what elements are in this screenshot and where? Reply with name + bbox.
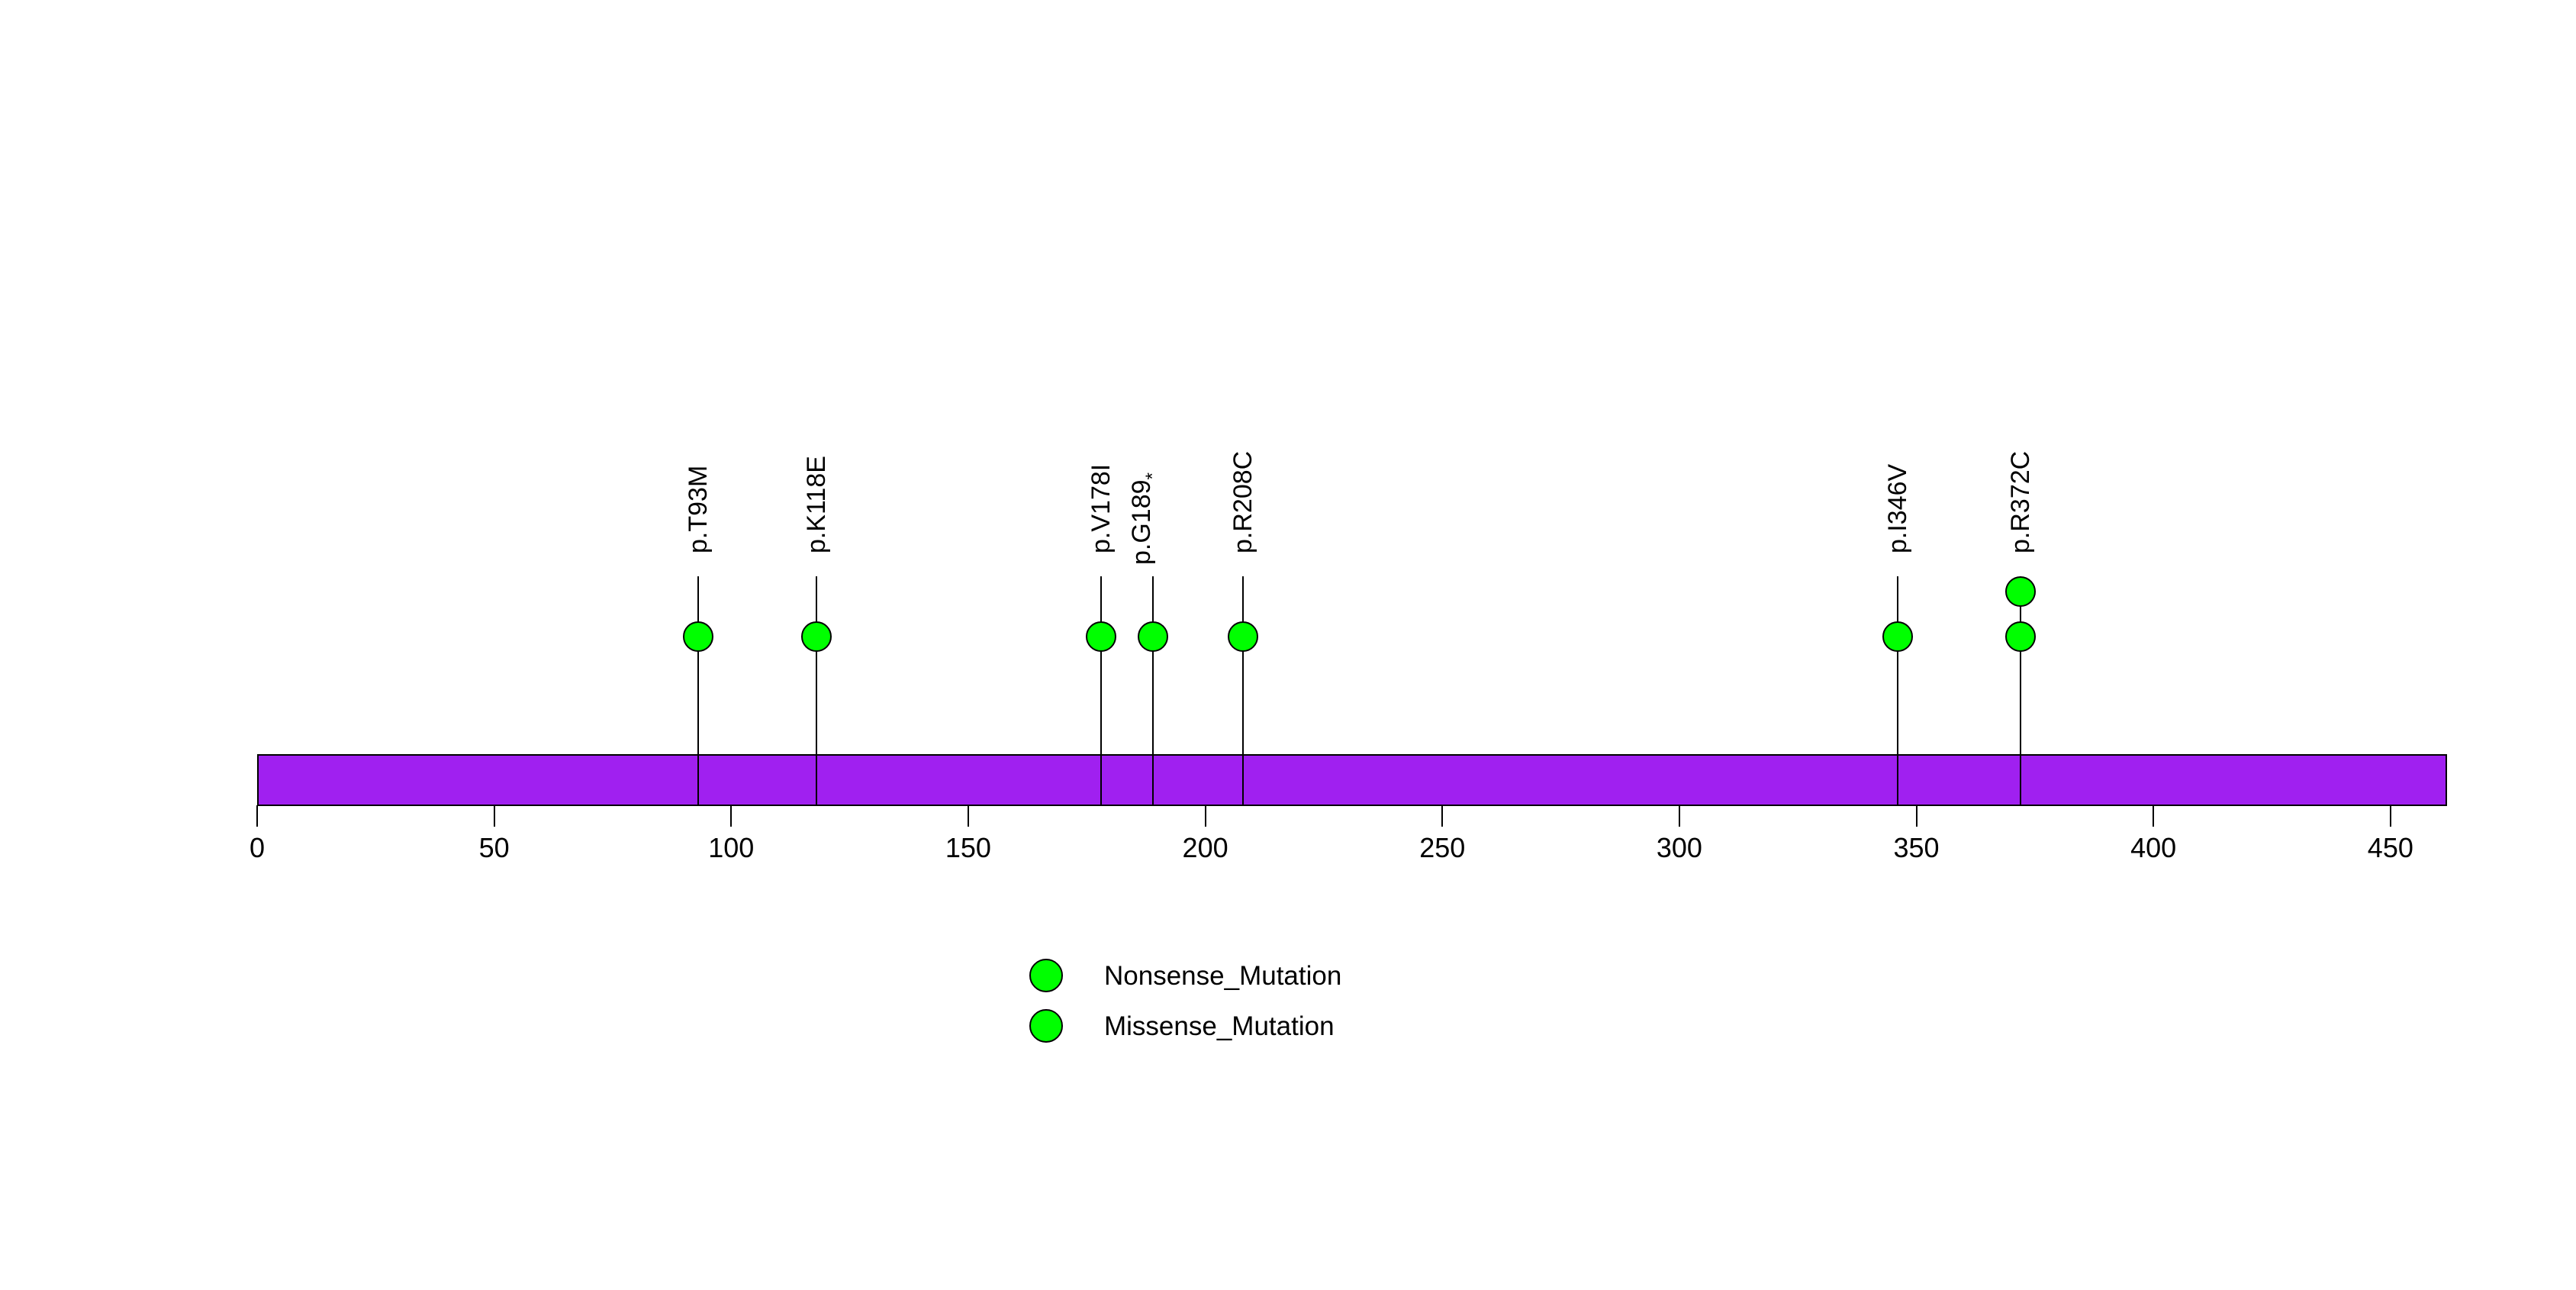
axis-tick xyxy=(256,805,258,827)
axis-tick-label: 400 xyxy=(2130,832,2177,863)
axis-tick xyxy=(967,805,969,827)
mutation-circle xyxy=(2005,576,2037,607)
mutation-label: p.R372C xyxy=(2006,450,2036,553)
mutation-label: p.G189* xyxy=(1127,472,1164,566)
mutation-stem xyxy=(1100,576,1102,806)
axis-tick-label: 100 xyxy=(708,832,755,863)
axis-tick xyxy=(1678,805,1680,827)
axis-tick-label: 0 xyxy=(249,832,266,863)
axis-tick xyxy=(493,805,495,827)
mutation-stem xyxy=(1242,576,1245,806)
mutation-label: p.K118E xyxy=(802,456,832,553)
mutation-label: p.I346V xyxy=(1882,463,1912,553)
stop-codon-star: * xyxy=(1142,472,1164,480)
mutation-stem xyxy=(697,576,699,806)
axis-tick xyxy=(730,805,733,827)
axis-tick-label: 300 xyxy=(1656,832,1702,863)
mutation-circle xyxy=(801,621,832,652)
mutation-circle xyxy=(1085,621,1116,652)
mutation-stem xyxy=(1896,576,1898,806)
legend-label: Nonsense_Mutation xyxy=(1104,961,1342,991)
axis-tick-label: 250 xyxy=(1419,832,1466,863)
axis-tick-label: 450 xyxy=(2367,832,2413,863)
axis-tick xyxy=(1915,805,1918,827)
mutation-circle xyxy=(2005,621,2037,652)
mutation-stem xyxy=(2020,576,2022,806)
mutation-label: p.T93M xyxy=(683,465,713,553)
axis-tick-label: 150 xyxy=(945,832,991,863)
axis-tick xyxy=(2389,805,2391,827)
axis-tick-label: 50 xyxy=(478,832,510,863)
mutation-label: p.R208C xyxy=(1228,450,1258,553)
legend-marker-icon xyxy=(1029,1009,1063,1043)
mutation-label: p.V178I xyxy=(1086,463,1116,553)
mutation-stem xyxy=(1152,576,1154,806)
mutation-stem xyxy=(816,576,818,806)
mutation-circle xyxy=(682,621,713,652)
legend-label: Missense_Mutation xyxy=(1104,1011,1335,1041)
mutation-circle xyxy=(1138,621,1169,652)
axis-tick-label: 200 xyxy=(1182,832,1228,863)
mutation-circle xyxy=(1228,621,1259,652)
protein-backbone xyxy=(257,754,2448,806)
axis-tick xyxy=(2153,805,2155,827)
axis-tick xyxy=(1204,805,1206,827)
axis-tick xyxy=(1441,805,1444,827)
axis-tick-label: 350 xyxy=(1893,832,1940,863)
mutation-circle xyxy=(1882,621,1913,652)
legend-marker-icon xyxy=(1029,959,1063,992)
